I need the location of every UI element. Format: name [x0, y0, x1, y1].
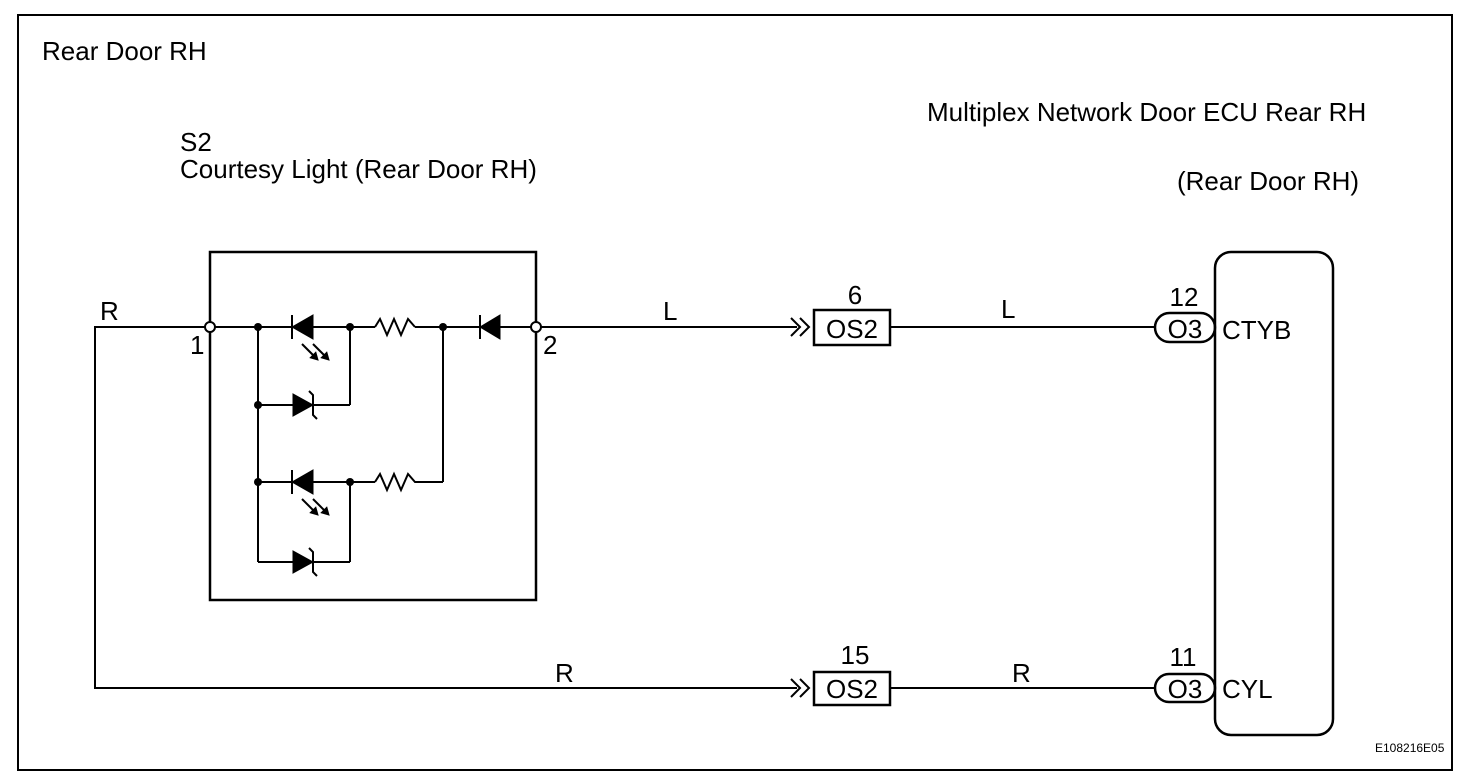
ecu-location: (Rear Door RH) [1177, 166, 1359, 196]
feed-wire-color: R [100, 296, 119, 326]
resistor-upper-icon [374, 316, 416, 338]
upper-wire-color-a: L [663, 296, 677, 326]
junction-node [254, 401, 262, 409]
upper-connector-arrow-icon [790, 317, 811, 337]
lower-junction-code: OS2 [826, 674, 878, 704]
diagram-frame [17, 14, 1453, 771]
component-code: S2 [180, 127, 212, 157]
lower-junction-pin: 15 [841, 640, 870, 670]
lower-ecu-connector-code: O3 [1168, 674, 1203, 704]
pin-1-label: 1 [190, 330, 204, 360]
ecu-body [1213, 250, 1335, 737]
diode-icon [479, 314, 501, 340]
pin-2-terminal [530, 321, 542, 333]
courtesy-light-box [208, 250, 538, 602]
figure-id: E108216E05 [1375, 741, 1445, 755]
lower-wire-color-a: R [555, 658, 574, 688]
lower-circuit: R 15 OS2 R 11 O3 CYL [555, 640, 1273, 707]
feed-wire: R [94, 296, 797, 689]
junction-node [254, 323, 262, 331]
junction-node [346, 478, 354, 486]
zener-diode-upper-icon [258, 390, 350, 420]
upper-wire-color-b: L [1001, 294, 1015, 324]
lower-terminal-name: CYL [1222, 674, 1273, 704]
pin-2-label: 2 [543, 330, 557, 360]
lower-ecu-pin: 11 [1170, 642, 1197, 672]
pin-1-terminal [204, 321, 216, 333]
upper-ecu-pin: 12 [1170, 282, 1199, 312]
lower-connector-arrow-icon [790, 678, 811, 698]
upper-ecu-connector-code: O3 [1168, 314, 1203, 344]
resistor-lower-icon [374, 471, 443, 493]
zener-diode-lower-icon [258, 547, 350, 577]
led-upper-icon [290, 314, 330, 361]
upper-junction-pin: 6 [848, 280, 862, 310]
component-name: Courtesy Light (Rear Door RH) [180, 154, 537, 184]
ecu-name: Multiplex Network Door ECU Rear RH [927, 97, 1366, 127]
led-lower-icon [258, 469, 375, 516]
junction-node [439, 323, 447, 331]
upper-circuit: L 6 OS2 L 12 O3 CTYB [541, 280, 1291, 347]
junction-node [254, 478, 262, 486]
junction-node [346, 323, 354, 331]
courtesy-light: 1 2 [190, 250, 557, 602]
upper-terminal-name: CTYB [1222, 315, 1291, 345]
diagram-title: Rear Door RH [42, 36, 207, 66]
upper-junction-code: OS2 [826, 314, 878, 344]
lower-wire-color-b: R [1012, 658, 1031, 688]
